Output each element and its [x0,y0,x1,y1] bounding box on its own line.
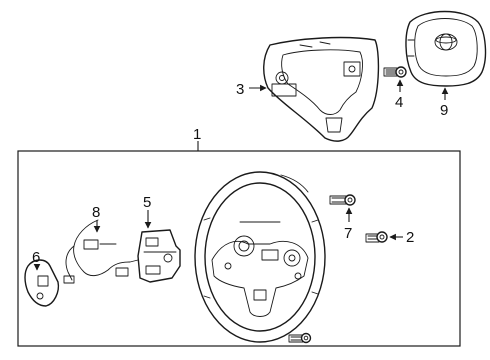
callout-8: 8 [92,204,100,221]
bolt-2 [365,231,388,243]
callout-3: 3 [236,81,244,98]
steering-wheel-cover [263,36,380,142]
steering-wheel [194,171,326,343]
cover-screw [383,66,407,78]
callout-1: 1 [193,126,201,143]
callout-5: 5 [143,194,151,211]
switch-plate [137,229,181,283]
wheel-bolt-7 [329,194,356,206]
wheel-bolt-bottom [288,332,312,344]
paddle-switch [24,259,60,307]
callout-7: 7 [344,225,352,242]
wiring-harness [63,219,139,284]
callout-6: 6 [32,249,40,266]
airbag-module [405,10,487,87]
callout-2: 2 [406,229,414,246]
callout-4: 4 [395,94,403,111]
callout-9: 9 [440,102,448,119]
assembly-frame [17,150,461,347]
